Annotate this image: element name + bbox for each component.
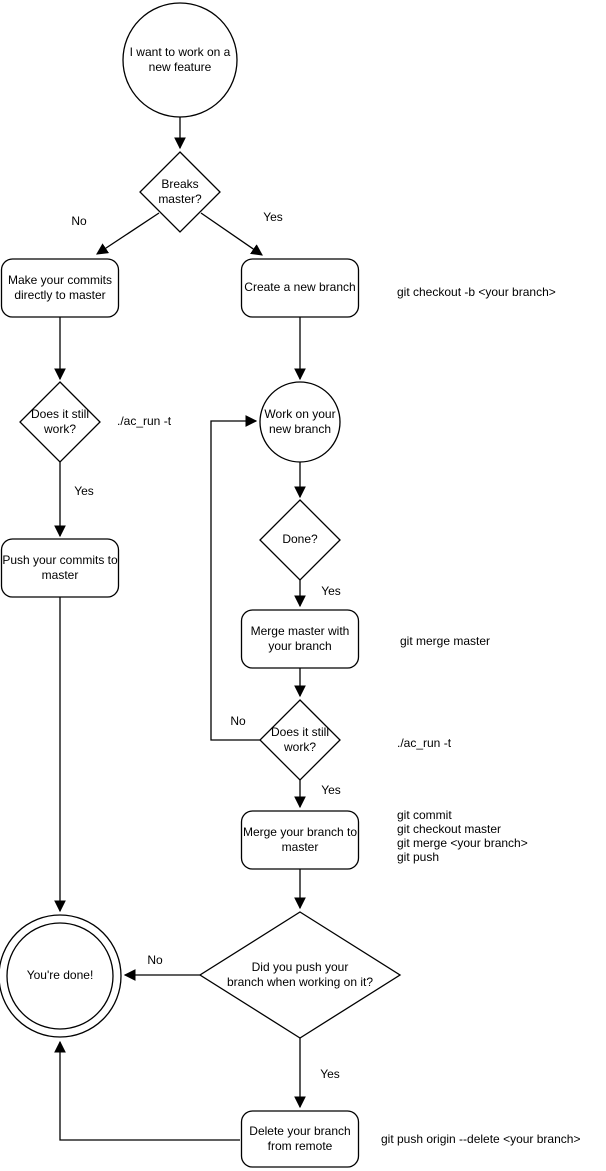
edge-label-breaks-yes: Yes <box>263 210 283 224</box>
done-label: Done? <box>282 532 318 546</box>
edge-label-work2-no: No <box>230 714 246 728</box>
edge-breaks-no <box>96 212 160 255</box>
push-commits-label: Push your commits to master <box>2 553 118 582</box>
edge-label-done-yes: Yes <box>321 584 341 598</box>
annotation-merge-cmds: git commit git checkout master git merge… <box>397 808 528 864</box>
make-commits-label: Make your commits directly to master <box>7 273 113 302</box>
node-breaks-master-diamond <box>139 151 221 233</box>
edge-label-push-yes: Yes <box>320 1067 340 1081</box>
merge-master-label: Merge master with your branch <box>250 624 350 653</box>
annotation-delete-cmd: git push origin --delete <your branch> <box>381 1132 581 1146</box>
edge-breaks-yes <box>200 212 263 256</box>
does-it-work-2-label: Does it still work? <box>270 725 329 754</box>
breaks-master-label: Breaks master? <box>158 177 202 206</box>
does-it-work-1-label: Does it still work? <box>30 407 89 436</box>
create-branch-label: Create a new branch <box>244 280 356 294</box>
edge-label-work-yes-1: Yes <box>74 484 94 498</box>
did-you-push-label: Did you push your branch when working on… <box>226 960 374 989</box>
youre-done-label: You're done! <box>26 968 94 982</box>
merge-branch-label: Merge your branch to master <box>242 825 358 854</box>
node-youre-done-outer-circle <box>0 914 122 1038</box>
annotation-ac-run-2: ./ac_run -t <box>397 736 452 750</box>
edge-label-push-no: No <box>147 953 163 967</box>
annotation-merge-master-cmd: git merge master <box>400 634 491 648</box>
node-youre-done-inner-circle <box>6 922 114 1030</box>
start-label: I want to work on a new feature <box>129 45 231 74</box>
annotation-checkout-cmd: git checkout -b <your branch> <box>397 285 556 299</box>
edge-delete-to-done <box>54 1040 240 1141</box>
edge-label-work2-yes: Yes <box>321 783 341 797</box>
edge-label-breaks-no: No <box>71 214 87 228</box>
work-on-branch-label: Work on your new branch <box>264 407 336 436</box>
delete-branch-label: Delete your branch from remote <box>249 1124 351 1153</box>
annotation-ac-run-1: ./ac_run -t <box>117 414 172 428</box>
edge-does2-no-loop <box>210 415 260 741</box>
node-delete-branch-rect <box>240 1110 360 1168</box>
